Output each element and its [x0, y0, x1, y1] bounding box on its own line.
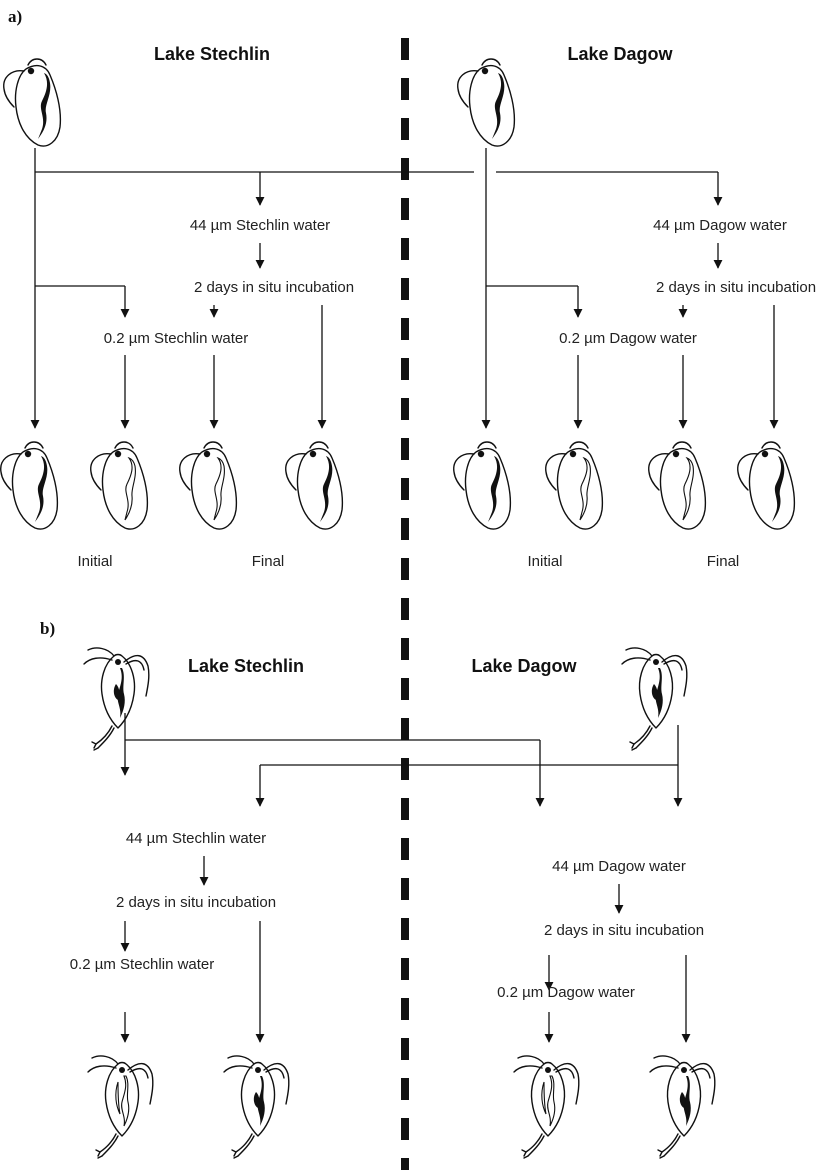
panel-a-stechlin-02um-label: 0.2 µm Stechlin water: [104, 330, 249, 347]
daphnia-full-gut-icon: [454, 442, 511, 529]
panel-a-stechlin-incubation-label: 2 days in situ incubation: [194, 279, 354, 296]
panel-a-dagow-initial-label: Initial: [527, 553, 562, 570]
panel-a-stechlin-44um-label: 44 µm Stechlin water: [190, 217, 330, 234]
bosmina-full-gut-icon: [224, 1056, 289, 1158]
panel-b-lake-dagow-title: Lake Dagow: [471, 656, 577, 676]
daphnia-full-gut-icon: [738, 442, 795, 529]
panel-b-lake-stechlin-title: Lake Stechlin: [188, 656, 304, 676]
daphnia-full-gut-icon: [1, 442, 58, 529]
daphnia-empty-gut-icon: [649, 442, 706, 529]
daphnia-icon: [458, 59, 515, 146]
bosmina-empty-gut-icon: [514, 1056, 579, 1158]
panel-a-lake-dagow-title: Lake Dagow: [567, 44, 673, 64]
panel-a-letter: a): [8, 7, 22, 26]
daphnia-empty-gut-icon: [91, 442, 148, 529]
daphnia-full-gut-icon: [286, 442, 343, 529]
panel-b-stechlin-incubation-label: 2 days in situ incubation: [116, 894, 276, 911]
daphnia-empty-gut-icon: [546, 442, 603, 529]
panel-a-dagow-44um-label: 44 µm Dagow water: [653, 217, 787, 234]
panel-b-stechlin-02um-label: 0.2 µm Stechlin water: [70, 956, 215, 973]
panel-b-stechlin-44um-label: 44 µm Stechlin water: [126, 830, 266, 847]
panel-b-dagow-incubation-label: 2 days in situ incubation: [544, 922, 704, 939]
bosmina-empty-gut-icon: [88, 1056, 153, 1158]
panel-a-lake-stechlin-title: Lake Stechlin: [154, 44, 270, 64]
bosmina-full-gut-icon: [650, 1056, 715, 1158]
panel-a-stechlin-final-label: Final: [252, 553, 285, 570]
panel-b-letter: b): [40, 619, 55, 638]
panel-b-dagow-44um-label: 44 µm Dagow water: [552, 858, 686, 875]
daphnia-icon: [4, 59, 61, 146]
panel-b: b) Lake Stechlin Lake Dagow 44 µm Stechl…: [40, 619, 715, 1158]
panel-a-dagow-final-label: Final: [707, 553, 740, 570]
panel-a-stechlin-initial-label: Initial: [77, 553, 112, 570]
panel-a-dagow-02um-label: 0.2 µm Dagow water: [559, 330, 697, 347]
panel-b-dagow-02um-label: 0.2 µm Dagow water: [497, 984, 635, 1001]
bosmina-icon: [622, 648, 687, 750]
panel-a: a) Lake Stechlin Lake Dagow 44 µm Stechl…: [1, 7, 816, 570]
bosmina-icon: [84, 648, 149, 750]
panel-a-dagow-incubation-label: 2 days in situ incubation: [656, 279, 816, 296]
daphnia-empty-gut-icon: [180, 442, 237, 529]
